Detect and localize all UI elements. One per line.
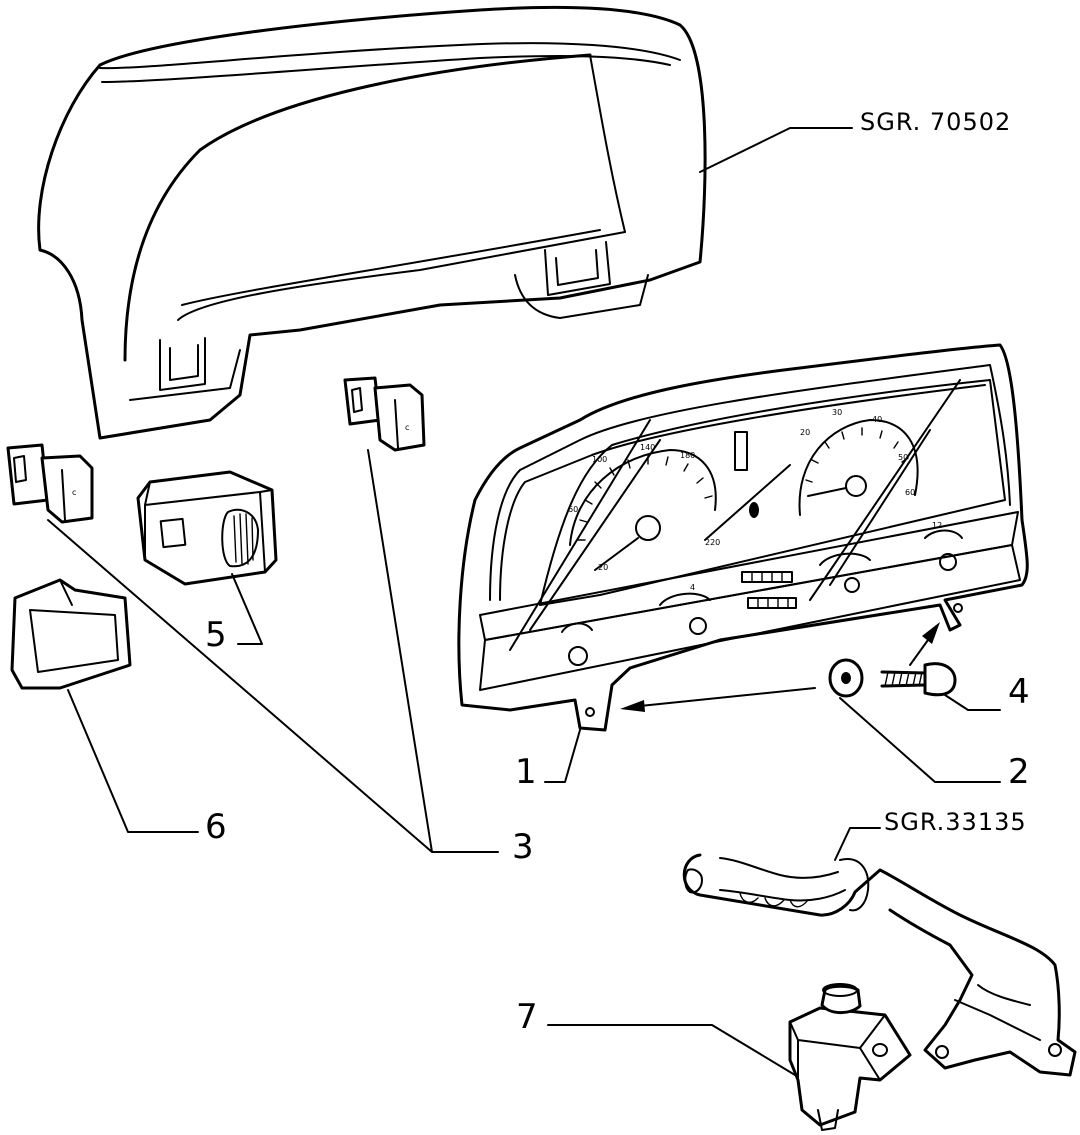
leader-5 bbox=[231, 573, 263, 645]
frame-part-6 bbox=[10, 578, 132, 690]
assembly-arrows bbox=[620, 622, 940, 712]
speedo-mark-140: 140 bbox=[640, 443, 655, 452]
tacho-mark-20: 20 bbox=[800, 428, 810, 437]
speedo-mark-20: 20 bbox=[598, 563, 608, 572]
switch-part-3-upper: c bbox=[343, 376, 426, 452]
leader-lever bbox=[834, 827, 881, 861]
instrument-cluster-cover bbox=[37, 5, 707, 440]
tacho-mark-60: 60 bbox=[905, 488, 915, 497]
leader-7 bbox=[547, 1024, 796, 1076]
switch-left-c: c bbox=[72, 488, 76, 497]
tacho-mark-50: 50 bbox=[898, 453, 908, 462]
washer-part-2 bbox=[828, 658, 864, 698]
callout-7: 7 bbox=[516, 997, 538, 1037]
switch-part-3-left: c bbox=[6, 443, 94, 524]
tacho-mark-40: 40 bbox=[872, 415, 882, 424]
switch-upper-c: c bbox=[405, 423, 409, 432]
leader-cover bbox=[699, 127, 853, 173]
light-switch-part-5 bbox=[136, 470, 278, 586]
speedo-mark-60: 60 bbox=[568, 505, 578, 514]
leader-6 bbox=[67, 689, 199, 833]
ref-lever: SGR.33135 bbox=[884, 808, 1027, 836]
leader-2 bbox=[839, 697, 1001, 783]
callout-3: 3 bbox=[512, 827, 534, 867]
speedo-tick-marks bbox=[577, 455, 713, 541]
callout-5: 5 bbox=[205, 615, 227, 655]
screw-part-4 bbox=[880, 662, 957, 697]
speedo-mark-180: 180 bbox=[680, 451, 695, 460]
tacho-tick-marks bbox=[805, 427, 909, 483]
small-mark-4: 4 bbox=[690, 583, 695, 592]
callout-1: 1 bbox=[515, 752, 537, 792]
brake-switch-part-7 bbox=[788, 983, 912, 1131]
speedo-mark-220: 220 bbox=[705, 538, 720, 547]
instrument-cluster: 20 60 100 140 180 220 20 30 40 50 60 bbox=[457, 343, 1029, 732]
ref-cover: SGR. 70502 bbox=[860, 108, 1011, 136]
small-mark-12: 12 bbox=[932, 521, 942, 530]
leader-3-upper bbox=[367, 449, 499, 853]
leader-4 bbox=[944, 694, 1001, 711]
callout-6: 6 bbox=[205, 807, 227, 847]
handbrake-lever bbox=[682, 853, 1077, 1077]
callout-2: 2 bbox=[1008, 752, 1030, 792]
leader-3-left bbox=[47, 519, 433, 853]
speedo-mark-100: 100 bbox=[592, 455, 607, 464]
leader-1 bbox=[544, 729, 581, 783]
callout-4: 4 bbox=[1008, 672, 1030, 712]
tacho-mark-30: 30 bbox=[832, 408, 842, 417]
